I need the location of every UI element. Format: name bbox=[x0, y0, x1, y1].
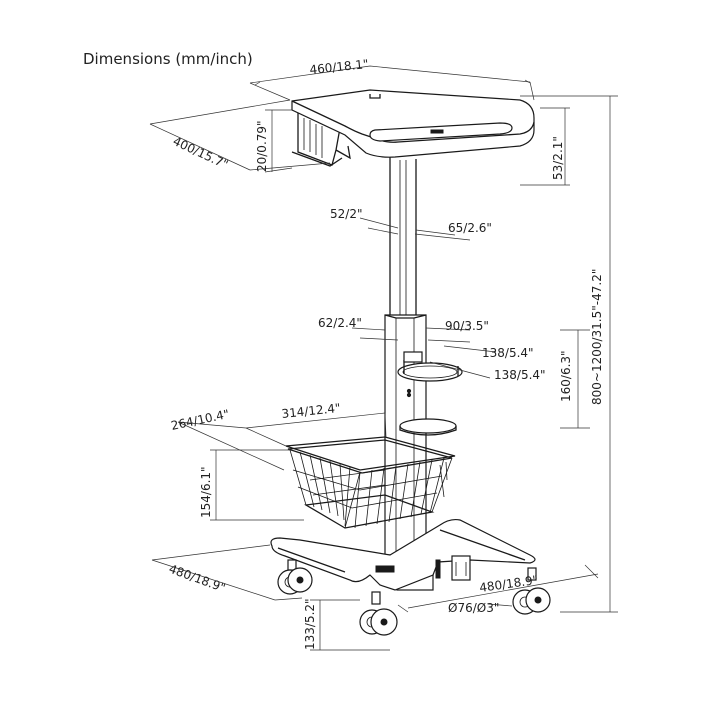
label-column-upper-b: 65/2.6" bbox=[448, 221, 492, 235]
label-basket-depth: 264/10.4" bbox=[170, 407, 231, 433]
label-holder-height: 160/6.3" bbox=[559, 350, 573, 402]
label-column-lower-a: 62/2.4" bbox=[318, 316, 362, 330]
bottle-holder bbox=[397, 351, 463, 382]
caster-back-center bbox=[451, 555, 471, 581]
caster-front-left bbox=[277, 559, 313, 595]
caster-front-center bbox=[359, 591, 398, 636]
label-caster-height: 133/5.2" bbox=[303, 598, 317, 650]
label-total-height: 800~1200/31.5"-47.2" bbox=[590, 269, 604, 405]
caster-back-right bbox=[512, 567, 551, 615]
label-column-upper-a: 52/2" bbox=[330, 207, 362, 221]
laptop-tray bbox=[291, 89, 535, 167]
label-column-lower-b: 90/3.5" bbox=[445, 319, 489, 333]
diagram-title: Dimensions (mm/inch) bbox=[83, 50, 253, 68]
label-caster-diameter: Ø76/Ø3" bbox=[448, 601, 499, 615]
label-top-thickness: 20/0.79" bbox=[255, 120, 269, 172]
shelf-disk bbox=[399, 418, 457, 436]
label-holder-b: 138/5.4" bbox=[494, 368, 546, 382]
label-holder-a: 138/5.4" bbox=[482, 346, 534, 360]
dimension-lines bbox=[149, 65, 618, 651]
casters bbox=[277, 555, 551, 636]
wire-basket bbox=[285, 436, 456, 529]
label-basket-width: 314/12.4" bbox=[281, 401, 341, 421]
label-basket-height: 154/6.1" bbox=[199, 466, 213, 518]
label-base-depth: 480/18.9" bbox=[167, 562, 227, 595]
label-top-lip: 53/2.1" bbox=[551, 136, 565, 180]
label-top-depth: 400/15.7" bbox=[171, 134, 231, 172]
label-top-width: 460/18.1" bbox=[309, 57, 369, 77]
